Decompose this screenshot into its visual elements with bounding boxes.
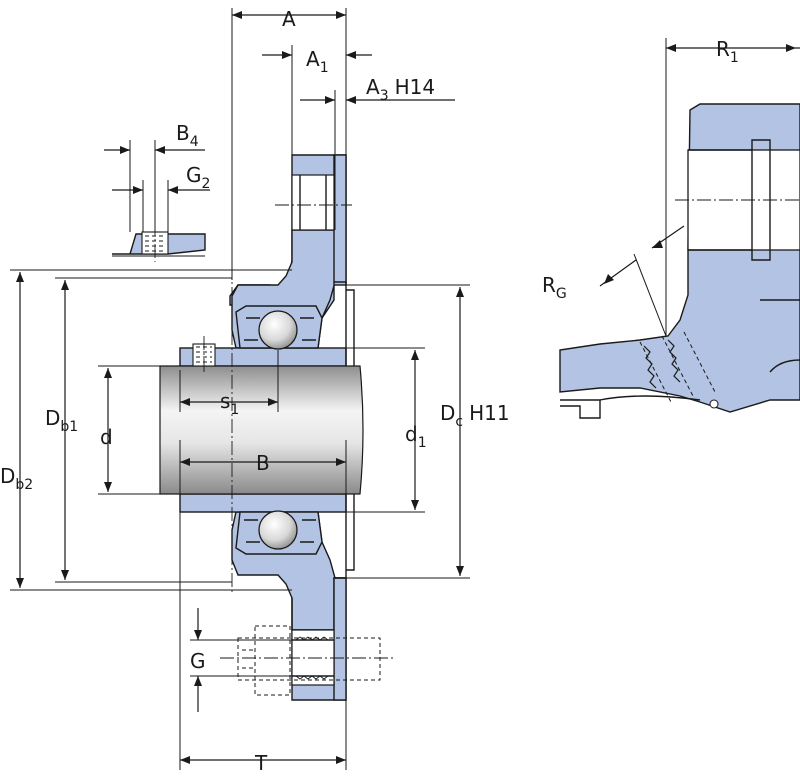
grub-screw-main xyxy=(192,336,216,372)
label-T: T xyxy=(254,751,268,775)
label-s1: s1 xyxy=(220,389,239,418)
label-B: B xyxy=(256,451,270,475)
label-A: A xyxy=(282,7,296,31)
label-Db1: Db1 xyxy=(45,406,78,435)
housing-face-lower xyxy=(333,577,347,701)
label-B4: B4 xyxy=(176,121,199,150)
label-G: G xyxy=(190,649,206,673)
label-A1: A1 xyxy=(306,47,329,76)
set-screw-detail xyxy=(112,222,206,262)
bearing-ball-upper xyxy=(235,305,323,350)
label-Db2: Db2 xyxy=(0,464,33,493)
flange-detail-view xyxy=(559,103,800,419)
bolt-hole-upper xyxy=(275,174,352,231)
label-d1: d1 xyxy=(405,422,427,451)
label-G2: G2 xyxy=(186,163,210,192)
label-RG: RG xyxy=(542,273,567,302)
inner-ring-lower xyxy=(179,493,347,513)
dimension-lines xyxy=(10,8,800,770)
flange-bolt xyxy=(220,625,395,696)
label-d: d xyxy=(100,425,113,449)
label-R1: R1 xyxy=(716,37,739,66)
housing-face-upper xyxy=(333,154,347,286)
bearing-ball-lower xyxy=(235,510,323,555)
